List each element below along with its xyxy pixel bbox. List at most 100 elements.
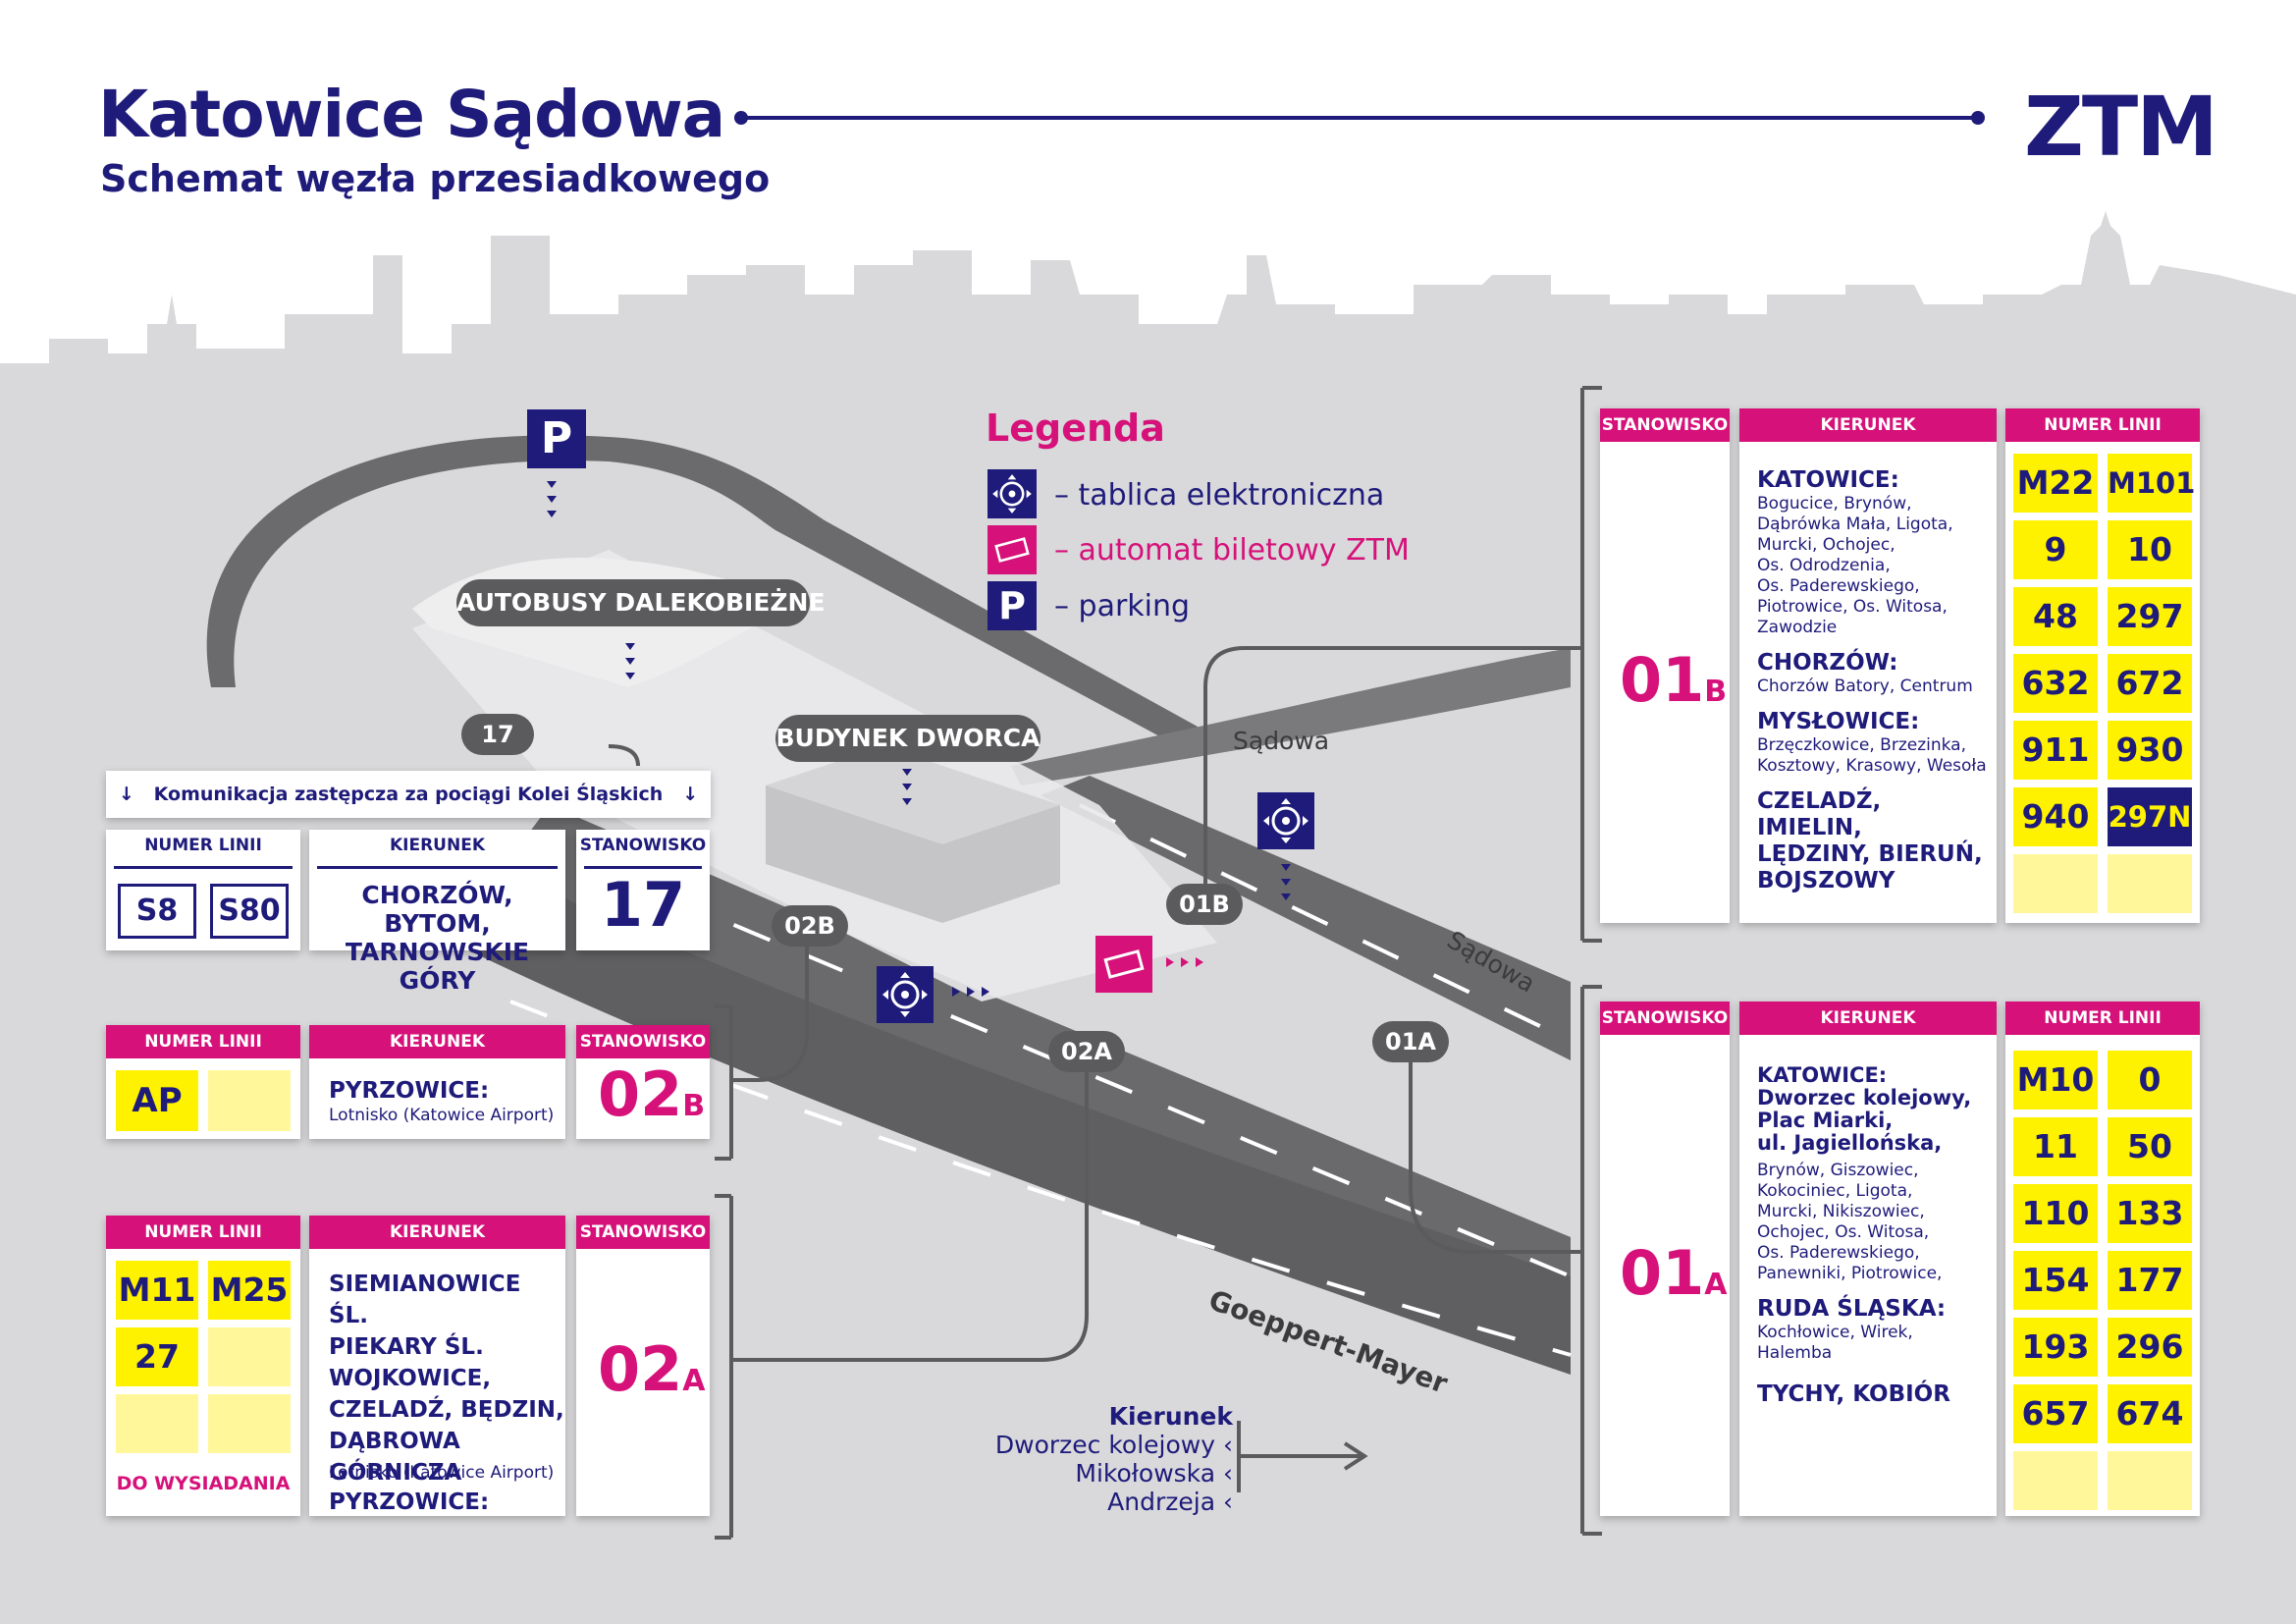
col-header: NUMER LINII <box>144 836 262 855</box>
stop-number: 02B <box>598 1058 706 1130</box>
line-badge[interactable]: M101 <box>2108 454 2195 513</box>
street-label-sadowa: Sądowa <box>1233 727 1330 755</box>
stop-02b-stop-col: STANOWISKO 02B <box>576 1025 710 1139</box>
line-badge[interactable]: 110 <box>2013 1184 2098 1243</box>
line-badge[interactable]: M25 <box>208 1261 291 1320</box>
col-header: KIERUNEK <box>1739 408 1997 442</box>
line-badge[interactable]: 632 <box>2013 654 2098 713</box>
col-header: NUMER LINII <box>106 1025 300 1058</box>
stop-01a-marker[interactable]: 01A <box>1372 1021 1449 1062</box>
col-header: STANOWISKO <box>579 836 707 855</box>
stop-02a-stop-col: STANOWISKO 02A <box>576 1216 710 1516</box>
replacement-banner-text: ↓ Komunikacja zastępcza za pociągi Kolei… <box>118 784 699 805</box>
line-badge[interactable]: 48 <box>2013 587 2098 646</box>
line-badge[interactable]: 672 <box>2108 654 2192 713</box>
line-badge[interactable]: 297 <box>2108 587 2192 646</box>
line-badge[interactable]: 0 <box>2108 1051 2192 1110</box>
line-badge[interactable]: 940 <box>2013 787 2098 846</box>
direction-sub: Bogucice, Brynów, Dąbrówka Mała, Ligota,… <box>1757 494 1953 637</box>
line-badge[interactable]: 193 <box>2013 1318 2098 1377</box>
direction-item: Dworzec kolejowy ‹ <box>994 1431 1233 1459</box>
line-badge[interactable]: 50 <box>2108 1117 2192 1176</box>
line-badge <box>208 1070 291 1131</box>
alighting-only-note: DO WYSIADANIA <box>116 1473 291 1494</box>
direction-city: CHORZÓW: <box>1757 650 1898 676</box>
stop-02b-marker[interactable]: 02B <box>772 905 848 947</box>
direction-list: KATOWICE: Bogucice, Brynów, Dąbrówka Mał… <box>1757 467 1993 894</box>
line-badge[interactable]: 177 <box>2108 1251 2192 1310</box>
electronic-board-icon <box>988 469 1037 518</box>
replacement-direction: CHORZÓW, BYTOM, TARNOWSKIE GÓRY <box>345 881 530 995</box>
direction-city: SIEMIANOWICE ŚL. PIEKARY ŚL. WOJKOWICE, … <box>329 1272 564 1515</box>
stop-02b-lines-col: NUMER LINII AP <box>106 1025 300 1139</box>
stop-02a-marker[interactable]: 02A <box>1048 1031 1125 1072</box>
legend-item-parking: – parking <box>1054 589 1191 623</box>
direction-sub: Chorzów Batory, Centrum <box>1757 677 1973 696</box>
col-header: KIERUNEK <box>1739 1001 1997 1035</box>
line-badge[interactable]: 11 <box>2013 1117 2098 1176</box>
line-badge[interactable]: 9 <box>2013 520 2098 579</box>
station-building-label: BUDYNEK DWORCA <box>775 715 1041 762</box>
stop-17-marker[interactable]: 17 <box>461 714 534 755</box>
line-badge[interactable]: S80 <box>210 884 289 939</box>
road-sadowa <box>1041 776 1571 1060</box>
direction-sub: Kochłowice, Wirek, Halemba <box>1757 1323 1913 1363</box>
stop-number: 01B <box>1620 644 1728 716</box>
legend-item-board: – tablica elektroniczna <box>1054 478 1385 513</box>
stop-01b-marker[interactable]: 01B <box>1166 884 1243 925</box>
direction-heading: Kierunek <box>1108 1402 1233 1431</box>
line-badge[interactable]: 930 <box>2108 721 2192 780</box>
electronic-board-icon <box>877 966 934 1023</box>
col-header: NUMER LINII <box>2005 1001 2200 1035</box>
city-skyline <box>0 211 2296 383</box>
line-badge[interactable]: 10 <box>2108 520 2192 579</box>
direction-city: MYSŁOWICE: <box>1757 709 1920 734</box>
stop-02b-direction-col: KIERUNEK PYRZOWICE: Lotnisko (Katowice A… <box>309 1025 565 1139</box>
col-header: STANOWISKO <box>576 1025 710 1058</box>
line-badge[interactable]: 133 <box>2108 1184 2192 1243</box>
direction-city: TYCHY, KOBIÓR <box>1757 1381 1950 1407</box>
line-badge[interactable]: 911 <box>2013 721 2098 780</box>
line-badge[interactable]: M11 <box>116 1261 198 1320</box>
parking-icon: P <box>527 409 586 468</box>
line-badge <box>2013 1451 2098 1510</box>
electronic-board-icon <box>1257 792 1314 849</box>
direction-city: PYRZOWICE: <box>329 1078 490 1104</box>
parking-icon: P <box>988 581 1037 630</box>
line-badge[interactable]: M10 <box>2013 1051 2098 1110</box>
line-badge <box>208 1394 291 1453</box>
page-title: Katowice Sądowa <box>98 77 725 152</box>
stop-01b-stop-col: STANOWISKO 01B <box>1600 408 1730 923</box>
stop-02a-lines-col: NUMER LINII M11 M25 27 DO WYSIADANIA <box>106 1216 300 1516</box>
line-badge[interactable]: AP <box>116 1070 198 1131</box>
line-badge[interactable]: S8 <box>118 884 196 939</box>
replacement-direction-col: KIERUNEK CHORZÓW, BYTOM, TARNOWSKIE GÓRY <box>309 830 565 995</box>
direction-sub: Lotnisko (Katowice Airport) <box>329 1106 555 1125</box>
line-badge[interactable]: 154 <box>2013 1251 2098 1310</box>
col-header: KIERUNEK <box>309 1216 565 1249</box>
replacement-stop-col: STANOWISKO 17 <box>576 830 710 950</box>
line-badge[interactable]: 27 <box>116 1327 198 1386</box>
road-sadowa-upper <box>1011 648 1571 785</box>
col-header: KIERUNEK <box>389 836 486 855</box>
col-header: KIERUNEK <box>309 1025 565 1058</box>
col-header: STANOWISKO <box>1600 1001 1730 1035</box>
ztm-logo: ZTM <box>2024 79 2218 175</box>
legend-item-ticket: – automat biletowy ZTM <box>1054 533 1410 568</box>
line-badge[interactable]: 297N <box>2108 787 2192 846</box>
stop-02a-direction-col: KIERUNEK SIEMIANOWICE ŚL. PIEKARY ŚL. WO… <box>309 1216 565 1516</box>
line-badge[interactable]: 296 <box>2108 1318 2192 1377</box>
line-badge[interactable]: 657 <box>2013 1384 2098 1443</box>
direction-city: RUDA ŚLĄSKA: <box>1757 1296 1947 1322</box>
line-badge[interactable]: 674 <box>2108 1384 2192 1443</box>
direction-sub: Lotnisko (Katowice Airport) <box>329 1463 555 1483</box>
direction-sub: Brynów, Giszowiec, Kokociniec, Ligota, M… <box>1757 1161 1943 1283</box>
line-badge[interactable]: M22 <box>2013 454 2098 513</box>
direction-list: KATOWICE: Dworzec kolejowy, Plac Miarki,… <box>1757 1064 1993 1408</box>
line-badge <box>208 1327 291 1386</box>
stop-01a-direction-col: KIERUNEK KATOWICE: Dworzec kolejowy, Pla… <box>1739 1001 1997 1516</box>
direction-sub: Brzęczkowice, Brzezinka, Kosztowy, Kraso… <box>1757 735 1987 776</box>
